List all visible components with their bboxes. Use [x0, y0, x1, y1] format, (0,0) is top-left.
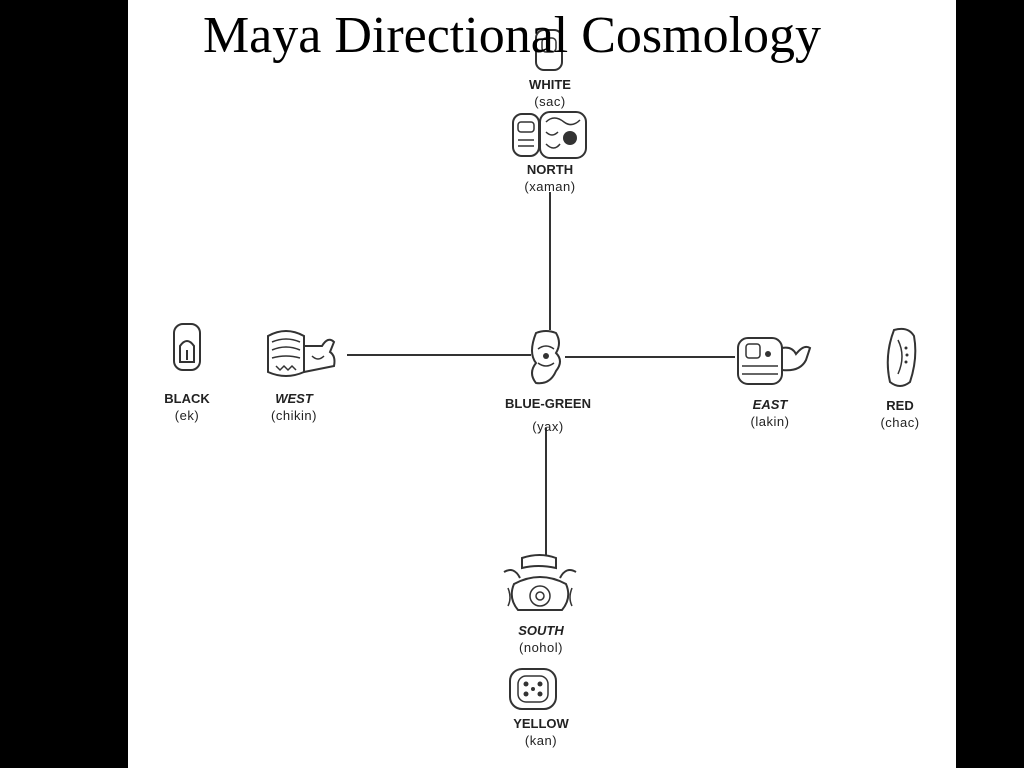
- white-glyph-icon: [532, 28, 566, 72]
- blue-green-glyph-icon: [528, 329, 564, 387]
- east-label: EAST (lakin): [750, 397, 790, 429]
- red-glyph-icon: [884, 326, 918, 390]
- black-glyph-icon: [170, 322, 204, 372]
- north-label: NORTH (xaman): [524, 162, 576, 194]
- blue-green-label: BLUE-GREEN (yax): [505, 396, 591, 434]
- east-axis-line: [565, 356, 735, 358]
- black-label: BLACK (ek): [164, 391, 210, 423]
- slide-title: Maya Directional Cosmology: [202, 7, 822, 64]
- white-label: WHITE (sac): [529, 77, 571, 109]
- yellow-label: YELLOW (kan): [513, 716, 569, 748]
- west-label: WEST (chikin): [271, 391, 317, 423]
- west-glyph-icon: [262, 326, 346, 382]
- south-label: SOUTH (nohol): [518, 623, 564, 655]
- south-glyph-icon: [500, 554, 580, 618]
- east-glyph-icon: [734, 332, 814, 390]
- west-axis-line: [347, 354, 531, 356]
- north-glyph-icon: [510, 108, 590, 160]
- yellow-glyph-icon: [506, 666, 560, 712]
- south-axis-line: [545, 428, 547, 556]
- north-axis-line: [549, 192, 551, 330]
- red-label: RED (chac): [880, 398, 920, 430]
